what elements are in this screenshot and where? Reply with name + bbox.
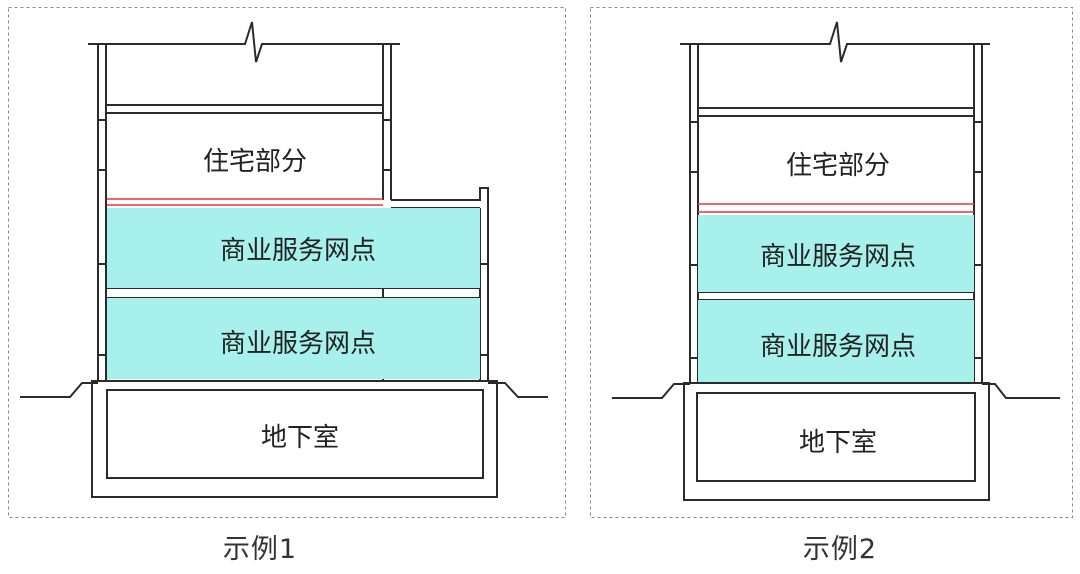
- commercial-floor-upper-2: [698, 215, 974, 292]
- commercial-floor-lower-2: [698, 300, 974, 382]
- caption-example-2: 示例2: [802, 534, 878, 565]
- commercial-zones-2: [698, 215, 974, 382]
- label-residential-1: 住宅部分: [203, 147, 307, 177]
- label-residential-2: 住宅部分: [786, 151, 890, 181]
- commercial-floor-upper-1: [107, 208, 480, 288]
- commercial-floor-lower-1: [107, 298, 480, 379]
- frame-example-1: [8, 7, 566, 518]
- fire-separation-1: [107, 198, 383, 206]
- label-commercial-lower-1: 商业服务网点: [220, 329, 376, 359]
- commercial-zones-1: [107, 208, 480, 379]
- label-basement-2: 地下室: [799, 428, 877, 458]
- labels: 住宅部分 商业服务网点 商业服务网点 地下室 住宅部分 商业服务网点 商业服务网…: [203, 147, 916, 458]
- label-commercial-upper-2: 商业服务网点: [760, 242, 916, 272]
- frame-example-2: [590, 7, 1073, 518]
- fire-separation-2: [698, 203, 974, 213]
- caption-example-1: 示例1: [222, 534, 298, 565]
- label-commercial-upper-1: 商业服务网点: [220, 236, 376, 266]
- label-commercial-lower-2: 商业服务网点: [760, 332, 916, 362]
- label-basement-1: 地下室: [261, 423, 339, 453]
